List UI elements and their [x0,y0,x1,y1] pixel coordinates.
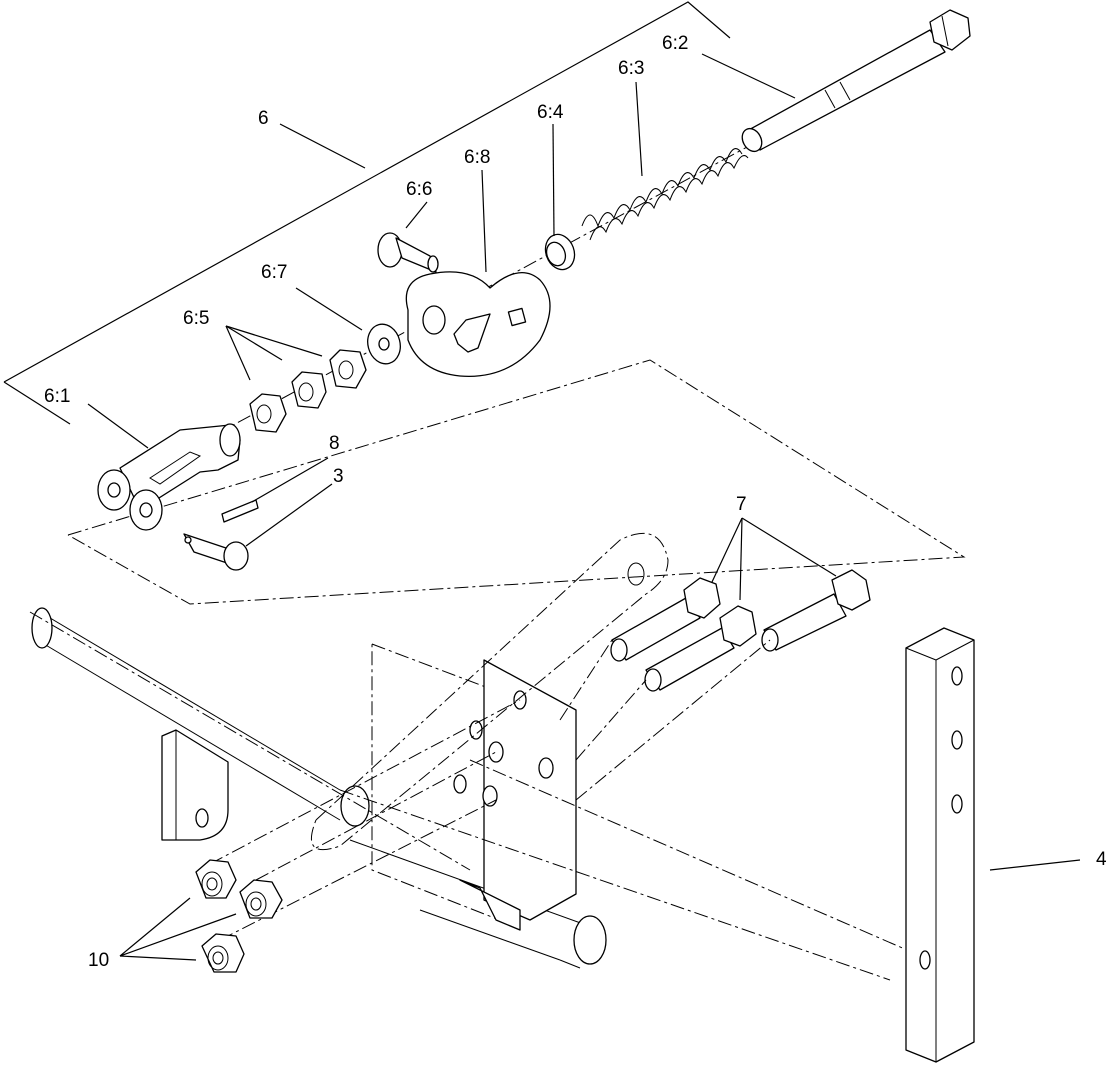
callout-6-4: 6:4 [537,102,564,123]
spring-6-3 [581,148,749,241]
nuts-6-5 [249,349,367,433]
callout-6-3: 6:3 [618,58,644,79]
lock-nuts-10 [195,859,283,973]
carriage-bolt-6-6 [377,232,439,273]
phantom-plane-upper [67,359,966,605]
tube-main [31,607,607,969]
assembly-6-bracket [3,1,731,425]
callout-6-7: 6:7 [261,262,287,283]
bolts-7 [610,569,871,692]
callout-6-5: 6:5 [183,308,209,329]
callout-4: 4 [1096,849,1107,870]
cotter-pin-8 [221,499,259,523]
callout-labels: 6 6:1 6:2 6:3 6:4 6:5 6:6 6:7 6:8 8 3 7 … [44,33,1107,971]
rod-6-2 [741,9,971,153]
pivot-arm [311,532,669,851]
mount-plates [371,643,577,931]
cam-plate-6-8 [405,271,551,378]
callout-6-1: 6:1 [44,386,70,407]
callout-6-2: 6:2 [662,33,688,54]
callout-6-6: 6:6 [406,179,432,200]
ear-bracket [161,729,229,841]
callout-6: 6 [258,108,269,129]
callout-6-8: 6:8 [464,147,490,168]
callout-3: 3 [333,466,344,487]
clevis-pin-3 [183,533,249,571]
callout-8: 8 [329,433,340,454]
bushing-6-4 [544,233,576,271]
callout-10: 10 [88,950,109,971]
washer-6-7 [367,323,401,365]
callout-7: 7 [736,494,747,515]
clevis-6-1 [97,423,241,531]
axis-line-upper [149,139,761,471]
leader-lines [87,53,1081,961]
square-bar-4 [905,627,975,1063]
